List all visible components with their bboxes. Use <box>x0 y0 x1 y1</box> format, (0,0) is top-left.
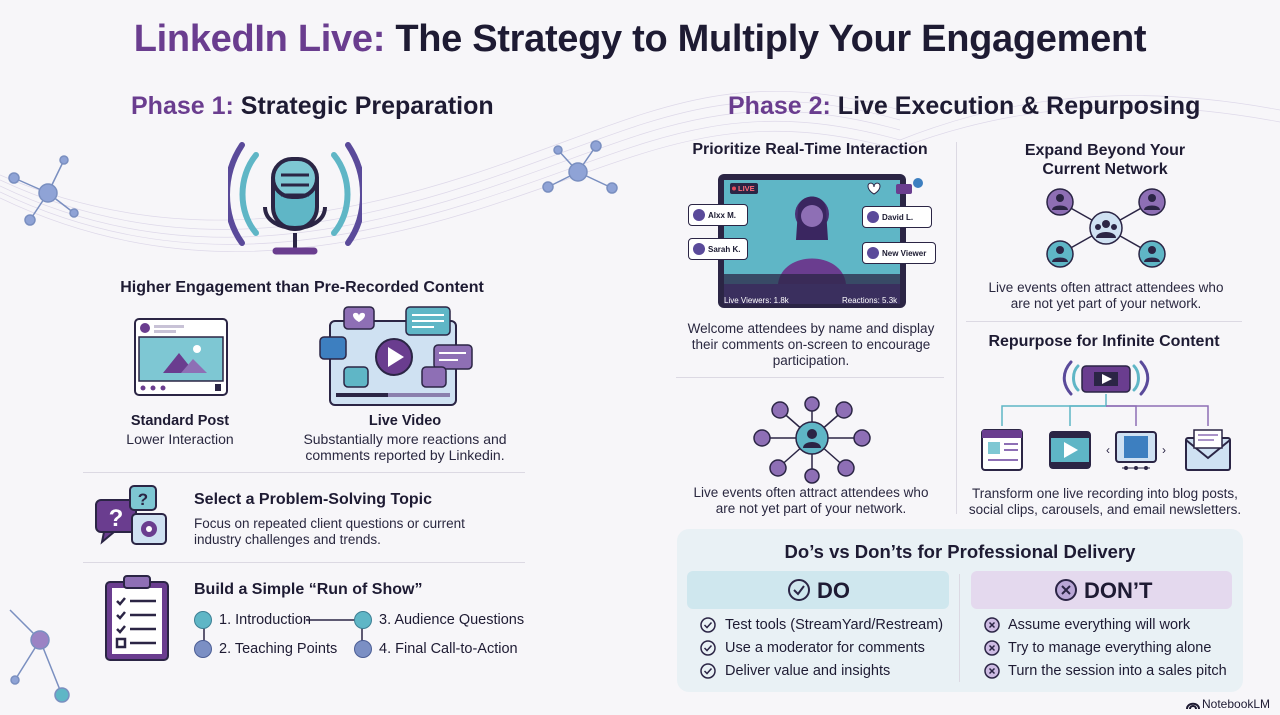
comment-bubble-1: Alxx M. <box>688 204 748 226</box>
do-header <box>687 571 949 609</box>
live-stream-frame <box>718 174 923 308</box>
step-1-marker <box>194 611 212 629</box>
svg-text:‹: ‹ <box>1106 443 1110 457</box>
dont-item-3-x-icon <box>984 663 1000 679</box>
phase-2-heading: Phase 2: Live Execution & Repurposing <box>728 92 1200 121</box>
topic-desc: Focus on repeated client questions or cu… <box>194 516 465 547</box>
repurpose-title: Repurpose for Infinite Content <box>988 333 1220 350</box>
live-video-desc: Substantially more reactions and comment… <box>303 431 507 463</box>
live-badge: LIVE <box>738 184 755 193</box>
clipboard-checklist-icon <box>105 575 169 661</box>
dos-donts-divider <box>959 574 960 682</box>
phase-2-divider-right <box>966 321 1242 322</box>
live-stream-illustration: LIVE Alxx M. Sarah K. David L. New Viewe… <box>686 170 938 312</box>
interaction-title: Prioritize Real-Time Interaction <box>692 141 928 158</box>
comment-bubble-4: New Viewer <box>862 242 936 264</box>
engagement-heading: Higher Engagement than Pre-Recorded Cont… <box>120 279 484 296</box>
network-left-desc: Live events often attract attendees who … <box>693 485 929 516</box>
phase-1-heading: Phase 1: Strategic Preparation <box>131 92 494 121</box>
phase-1-divider-1 <box>83 472 525 473</box>
main-title: LinkedIn Live: The Strategy to Multiply … <box>0 18 1280 61</box>
do-item-1-check-icon <box>700 617 716 633</box>
live-video-icon <box>319 306 473 406</box>
notebooklm-logo-icon <box>1186 702 1200 710</box>
phase-1-divider-2 <box>83 562 525 563</box>
expand-desc: Live events often attract attendees who … <box>988 280 1224 311</box>
step-4-marker <box>354 640 372 658</box>
interaction-desc: Welcome attendees by name and display th… <box>687 321 935 368</box>
reaction-count: Reactions: 5.3k <box>842 296 898 305</box>
dont-item-1: Assume everything will work <box>1008 617 1191 633</box>
step-1-label: 1. Introduction <box>219 612 311 628</box>
phase-1-title: Strategic Preparation <box>240 92 494 120</box>
network-hub-icon <box>1046 188 1166 268</box>
dont-item-3: Turn the session into a sales pitch <box>1008 663 1227 679</box>
title-part-2: The Strategy to Multiply Your Engagement <box>395 18 1147 60</box>
dont-header <box>971 571 1232 609</box>
step-2-marker <box>194 640 212 658</box>
svg-text:?: ? <box>138 490 148 509</box>
do-label: DO <box>817 578 850 603</box>
phase-1-label: Phase 1: <box>131 92 234 120</box>
phase-2-title: Live Execution & Repurposing <box>837 92 1201 120</box>
do-item-3-check-icon <box>700 663 716 679</box>
do-item-2: Use a moderator for comments <box>725 640 925 656</box>
question-gear-icon: ? ? <box>95 485 167 545</box>
step-2-label: 2. Teaching Points <box>219 641 338 657</box>
phase-2-label: Phase 2: <box>728 92 831 120</box>
comment-bubble-2: Sarah K. <box>688 238 748 260</box>
do-item-2-check-icon <box>700 640 716 656</box>
title-part-1: LinkedIn Live: <box>133 18 386 60</box>
comment-1-name: Alxx M. <box>708 210 737 220</box>
comment-bubble-3: David L. <box>862 206 932 228</box>
dont-item-2: Try to manage everything alone <box>1008 640 1212 656</box>
svg-text:›: › <box>1162 443 1166 457</box>
comment-4-name: New Viewer <box>882 248 927 258</box>
dont-item-1-x-icon <box>984 617 1000 633</box>
live-video-card: Live Video Substantially more reactions … <box>292 413 518 463</box>
standard-post-title: Standard Post <box>130 413 230 429</box>
dos-donts-panel <box>677 529 1243 692</box>
standard-post-card: Standard Post Lower Interaction <box>100 413 260 447</box>
phase-2-divider-left <box>676 377 944 378</box>
dont-item-2-x-icon <box>984 640 1000 656</box>
expand-title: Expand Beyond Your Current Network <box>1024 142 1186 178</box>
brand-label: NotebookLM <box>1202 697 1271 711</box>
topic-title: Select a Problem-Solving Topic <box>194 491 432 508</box>
repurpose-desc: Transform one live recording into blog p… <box>968 486 1242 517</box>
dont-label: DON’T <box>1084 578 1153 603</box>
network-icon <box>753 396 871 484</box>
standard-post-icon <box>134 318 228 396</box>
do-item-1: Test tools (StreamYard/Restream) <box>725 617 944 633</box>
comment-3-name: David L. <box>882 212 914 222</box>
dos-donts-title: Do’s vs Don’ts for Professional Delivery <box>784 541 1136 562</box>
step-3-marker <box>354 611 372 629</box>
x-circle-icon <box>1055 579 1077 601</box>
topic-block: Select a Problem-Solving Topic Focus on … <box>194 491 514 548</box>
step-3-label: 3. Audience Questions <box>379 612 525 628</box>
do-item-3: Deliver value and insights <box>725 663 891 679</box>
viewer-count: Live Viewers: 1.8k <box>724 296 789 305</box>
run-of-show-title: Build a Simple “Run of Show” <box>194 581 423 598</box>
phase-2-vertical-divider <box>956 142 957 514</box>
step-4-label: 4. Final Call-to-Action <box>379 641 518 657</box>
check-circle-icon <box>788 579 810 601</box>
microphone-icon <box>228 142 362 255</box>
standard-post-desc: Lower Interaction <box>126 431 234 447</box>
repurpose-flow-icon: ‹ › <box>981 360 1231 471</box>
live-video-title: Live Video <box>368 413 442 429</box>
comment-2-name: Sarah K. <box>708 244 741 254</box>
svg-text:?: ? <box>109 505 124 532</box>
